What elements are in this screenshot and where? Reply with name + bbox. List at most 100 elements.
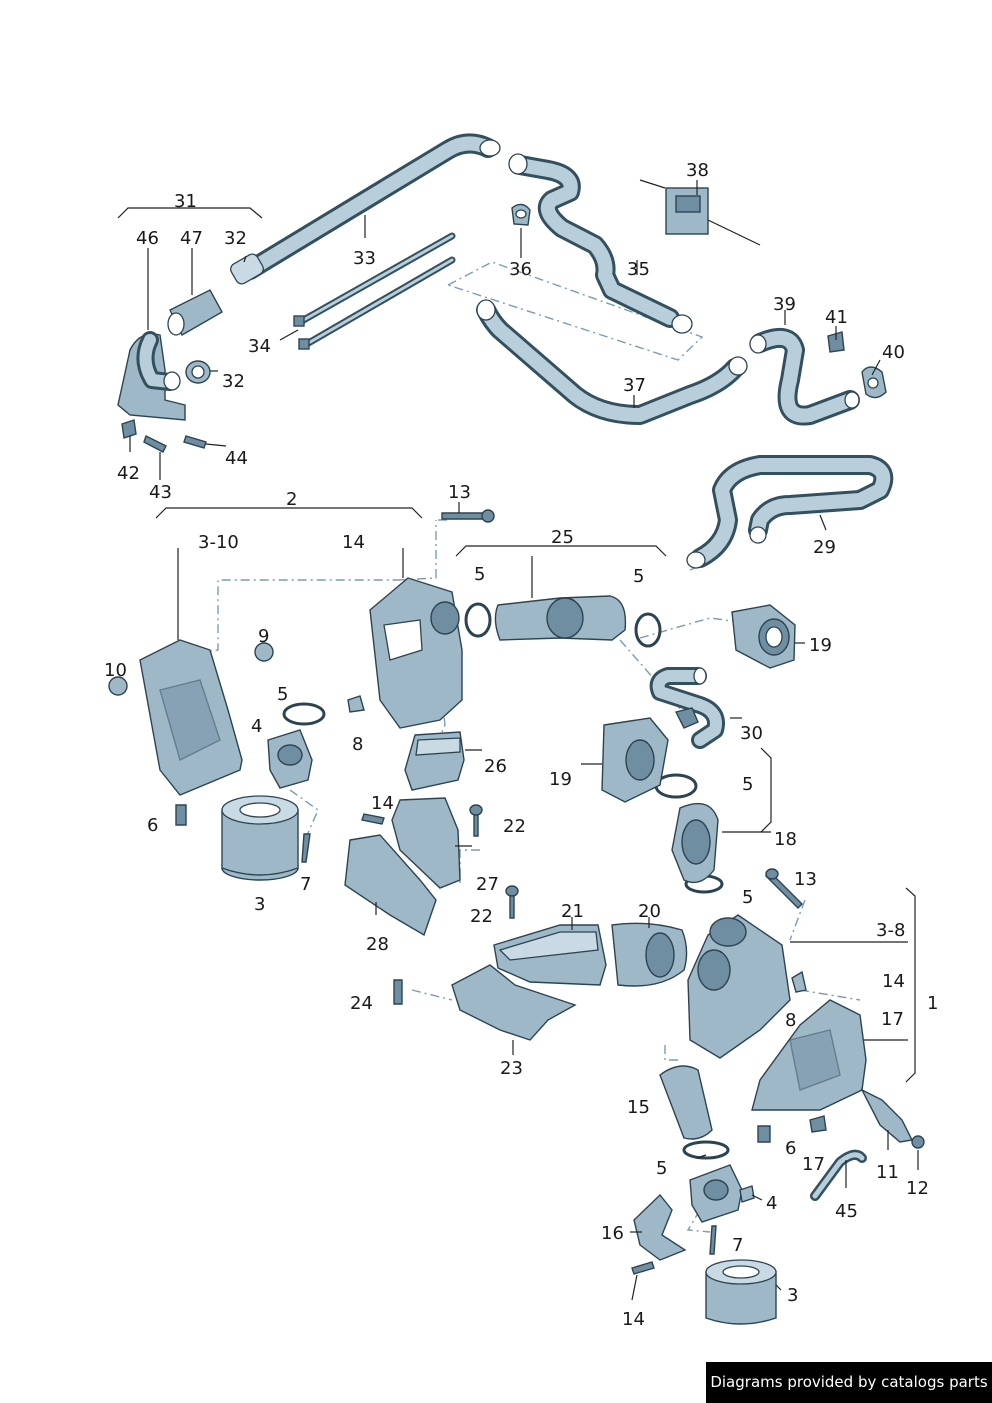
filter-housing-upper-right	[687, 914, 791, 1059]
filter-element-3-left	[221, 795, 299, 881]
bolt-13-right	[765, 868, 803, 909]
callout-32-top: 32	[224, 228, 247, 249]
callout-8-left: 8	[352, 734, 363, 755]
gasket-40	[861, 366, 887, 399]
callout-32-bottom: 32	[222, 371, 245, 392]
callout-46: 46	[136, 228, 159, 249]
callout-42: 42	[117, 463, 140, 484]
callout-3-8: 3-8	[876, 920, 905, 941]
callout-24: 24	[350, 993, 373, 1014]
leader-lines	[117, 180, 919, 1301]
callout-5-b: 5	[633, 566, 644, 587]
callout-33: 33	[353, 248, 376, 269]
callout-22-a: 22	[503, 816, 526, 837]
hose-35	[508, 153, 693, 334]
callout-3-10: 3-10	[198, 532, 239, 553]
callout-14-top: 14	[342, 532, 365, 553]
callout-37: 37	[623, 375, 646, 396]
filter-element-3-right	[705, 1259, 777, 1325]
hose-30	[649, 667, 725, 749]
callout-31: 31	[174, 191, 197, 212]
callout-19-top: 19	[809, 635, 832, 656]
callout-5-d: 5	[742, 774, 753, 795]
callout-21: 21	[561, 901, 584, 922]
intake-hose-25	[494, 595, 627, 641]
callout-30: 30	[740, 723, 763, 744]
air-guide-28	[344, 834, 437, 937]
hose-29	[686, 455, 894, 569]
hose-37	[476, 299, 748, 425]
elbow-bracket-46	[117, 331, 186, 421]
callout-34: 34	[248, 336, 271, 357]
clamp-band-34	[293, 232, 456, 350]
callout-7-left: 7	[300, 874, 311, 895]
hose-33	[230, 133, 501, 285]
filter-housing-lower-left	[139, 639, 243, 796]
callout-14-bottom: 14	[622, 1309, 645, 1330]
hose-39	[749, 327, 860, 426]
callout-5-f: 5	[656, 1158, 667, 1179]
callout-11: 11	[876, 1162, 899, 1183]
callout-25: 25	[551, 527, 574, 548]
air-duct-21	[493, 924, 607, 986]
callout-17-bottom: 17	[802, 1154, 825, 1175]
callout-14-right: 14	[882, 971, 905, 992]
callout-28: 28	[366, 934, 389, 955]
callout-29: 29	[813, 537, 836, 558]
callout-4-right: 4	[766, 1193, 777, 1214]
callout-40: 40	[882, 342, 905, 363]
small-parts-left	[108, 509, 495, 863]
hose-18	[671, 802, 719, 884]
callout-36: 36	[509, 259, 532, 280]
callout-6-right: 6	[785, 1138, 796, 1159]
callout-44: 44	[225, 448, 248, 469]
adapter-47	[167, 289, 223, 336]
filter-housing-upper-left	[369, 577, 463, 729]
air-guide-26	[404, 731, 465, 791]
throttle-body-19-mid	[601, 717, 669, 803]
callout-7-right: 7	[732, 1235, 743, 1256]
bolts-42-43-44	[121, 419, 207, 453]
bracket-23	[451, 964, 577, 1041]
callout-1: 1	[927, 993, 938, 1014]
callout-43: 43	[149, 482, 172, 503]
callout-18: 18	[774, 829, 797, 850]
callout-19-mid: 19	[549, 769, 572, 790]
hose-20	[611, 922, 688, 987]
callout-labels: 31 46 47 32 33 34 32 36 35 38 39 41 40 3…	[104, 160, 938, 1330]
callout-20: 20	[638, 901, 661, 922]
callout-3-left: 3	[254, 894, 265, 915]
sleeve-32-lower	[185, 360, 211, 384]
throttle-4-right	[689, 1164, 755, 1223]
callout-5-c: 5	[277, 684, 288, 705]
clip-41	[827, 331, 845, 353]
callout-5-a: 5	[474, 564, 485, 585]
callout-16: 16	[601, 1223, 624, 1244]
callout-38: 38	[686, 160, 709, 181]
callout-23: 23	[500, 1058, 523, 1079]
callout-41: 41	[825, 307, 848, 328]
callout-45: 45	[835, 1201, 858, 1222]
screws-22-24-14	[361, 804, 519, 1005]
sensor-holder-38	[639, 179, 761, 246]
callout-9: 9	[258, 626, 269, 647]
screws-right	[631, 1225, 717, 1275]
callout-17-right: 17	[881, 1009, 904, 1030]
callout-4-left: 4	[251, 716, 262, 737]
throttle-4-left	[267, 729, 313, 789]
callout-13-right: 13	[794, 869, 817, 890]
filter-housing-lower-right	[751, 999, 867, 1111]
callout-6-left: 6	[147, 815, 158, 836]
throttle-body-19-top	[731, 604, 796, 669]
air-guide-27	[391, 797, 461, 889]
callout-12: 12	[906, 1178, 929, 1199]
callout-8-right: 8	[785, 1010, 796, 1031]
callout-14-mid: 14	[371, 793, 394, 814]
callout-27: 27	[476, 874, 499, 895]
bracket-16	[633, 1193, 687, 1261]
callout-26: 26	[484, 756, 507, 777]
grommet-36	[511, 203, 531, 226]
callout-47: 47	[180, 228, 203, 249]
small-parts-right	[757, 970, 925, 1201]
